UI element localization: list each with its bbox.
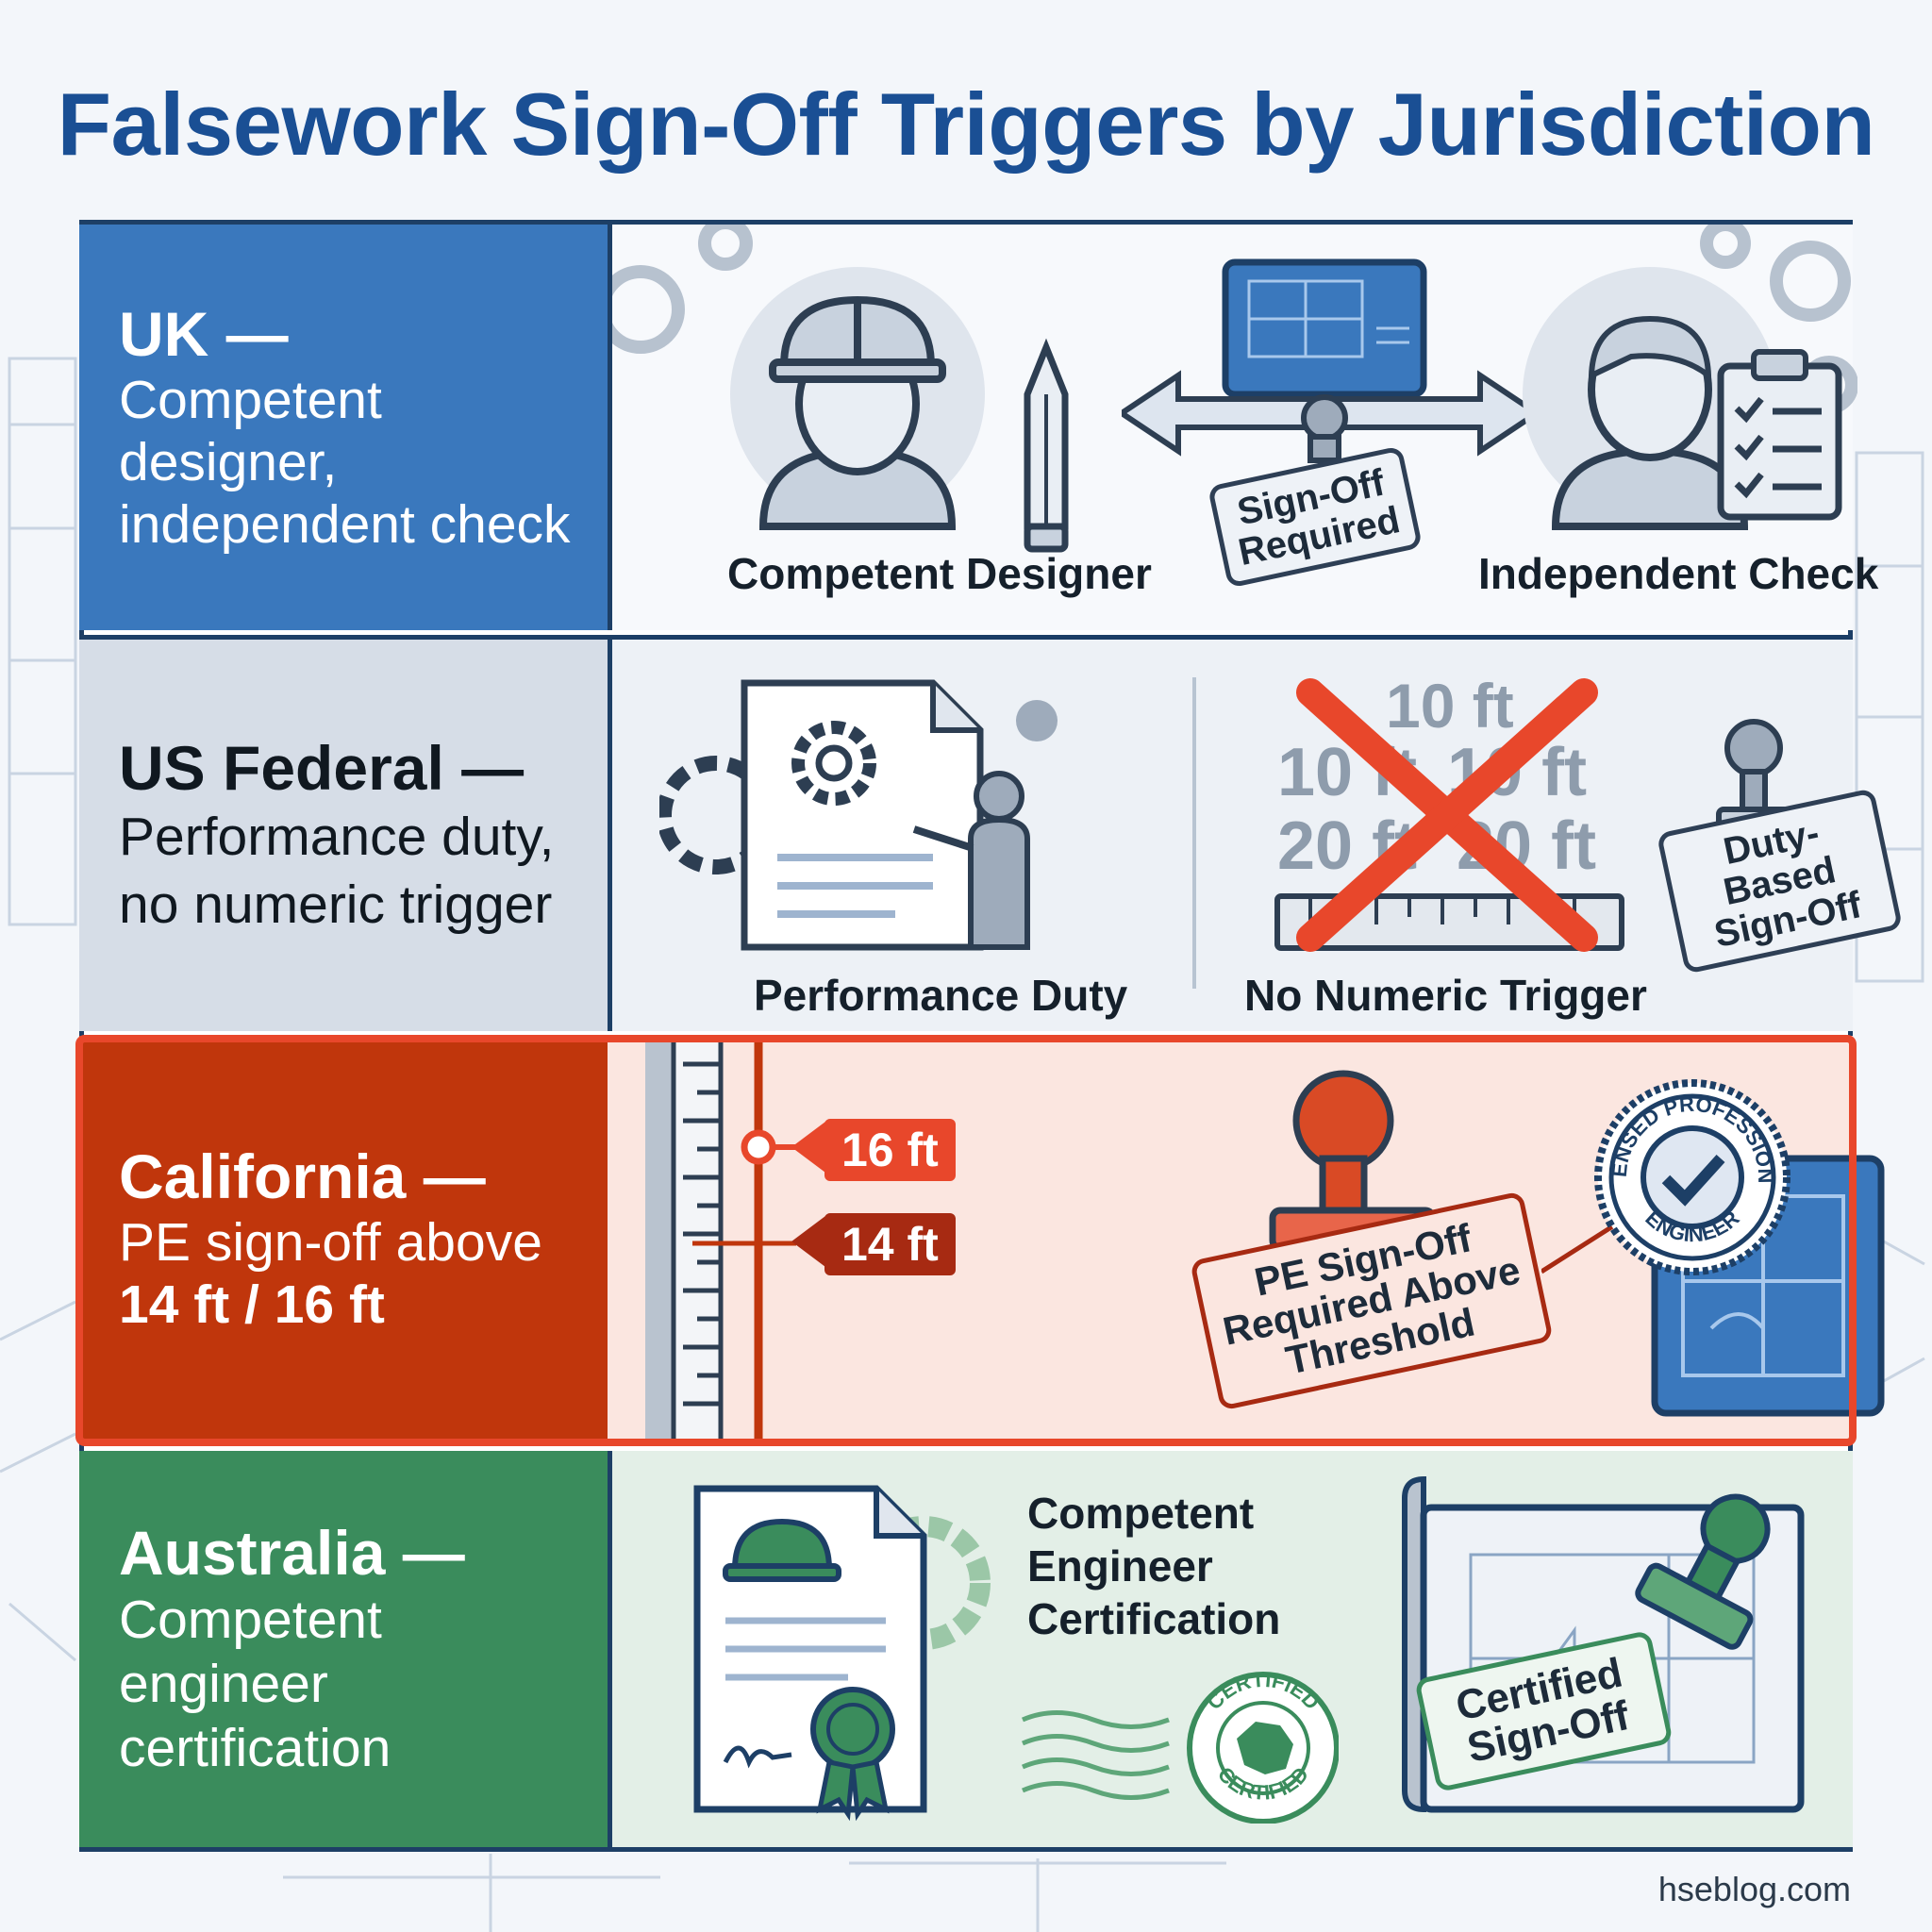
document-gear-icon — [659, 679, 1058, 951]
california-illustration-panel: 16 ft 14 ft PE Sign-Off Required Above T… — [608, 1036, 1885, 1441]
australia-map-icon — [1237, 1722, 1293, 1774]
jurisdiction-description: Performance duty, no numeric trigger — [119, 806, 555, 935]
checker-person-icon — [1523, 267, 1777, 530]
blueprint-icon — [1122, 258, 1537, 463]
height-ruler-icon — [645, 1036, 796, 1441]
caption-no-numeric-trigger: No Numeric Trigger — [1244, 971, 1647, 1020]
caption-independent-check: Independent Check — [1478, 549, 1879, 598]
california-label-panel: California — PE sign-off above 14 ft / 1… — [79, 1036, 608, 1441]
tag-pointer-icon — [791, 1119, 829, 1175]
jurisdiction-name: Australia — — [119, 1518, 465, 1588]
jurisdiction-name: US Federal — — [119, 732, 525, 803]
threshold-tag-16ft: 16 ft — [824, 1119, 956, 1181]
us-federal-illustration-panel: 10 ft 10 ft 10 ft 20 ft 20 ft Duty-Based… — [608, 640, 1904, 1031]
tag-pointer-icon — [791, 1213, 829, 1270]
row-australia: Australia — Competent engineer certifica… — [79, 1451, 1853, 1847]
uk-illustration-panel: Sign-Off Required Competent Designer Ind… — [608, 225, 1878, 630]
us-federal-label-panel: US Federal — Performance duty, no numeri… — [79, 640, 608, 1031]
jurisdiction-description: PE sign-off above — [119, 1212, 542, 1273]
cross-out-icon — [1296, 678, 1598, 952]
jurisdiction-threshold: 14 ft / 16 ft — [119, 1274, 385, 1335]
source-credit: hseblog.com — [1657, 1870, 1851, 1908]
jurisdiction-name: California — — [119, 1141, 486, 1211]
row-uk: UK — Competent designer, independent che… — [79, 225, 1878, 630]
australia-label-panel: Australia — Competent engineer certifica… — [79, 1451, 608, 1847]
checklist-clipboard-icon — [1717, 349, 1842, 521]
column-divider — [1192, 677, 1196, 989]
caption-performance-duty: Performance Duty — [754, 971, 1128, 1020]
certified-seal-icon: CERTIFIED CERTIFIED — [1022, 1668, 1339, 1824]
pencil-icon — [1024, 338, 1069, 553]
jurisdiction-description: Competent engineer certification — [119, 1590, 391, 1778]
gear-icon — [612, 225, 1857, 414]
jurisdiction-description: Competent designer, independent check — [119, 370, 571, 555]
caption-competent-engineer-certification: Competent Engineer Certification — [1027, 1489, 1281, 1643]
pe-seal-icon: LICENSED PROFESSIONAL ENGINEER — [1589, 1074, 1790, 1275]
certificate-document-icon — [693, 1485, 991, 1822]
hard-hat-worker-icon — [730, 267, 985, 530]
height-label: 10 ft — [1386, 671, 1514, 741]
uk-label-panel: UK — Competent designer, independent che… — [79, 225, 608, 630]
jurisdiction-name: UK — — [119, 299, 289, 369]
caption-competent-designer: Competent Designer — [727, 549, 1152, 598]
row-california: California — PE sign-off above 14 ft / 1… — [79, 1036, 1885, 1441]
threshold-tag-14ft: 14 ft — [824, 1213, 956, 1275]
page-title: Falsework Sign-Off Triggers by Jurisdict… — [57, 75, 1875, 174]
row-us-federal: US Federal — Performance duty, no numeri… — [79, 635, 1904, 1031]
california-highlight-frame — [75, 1035, 1857, 1446]
australia-illustration-panel: Competent Engineer Certification CERTIFI… — [608, 1451, 1853, 1847]
